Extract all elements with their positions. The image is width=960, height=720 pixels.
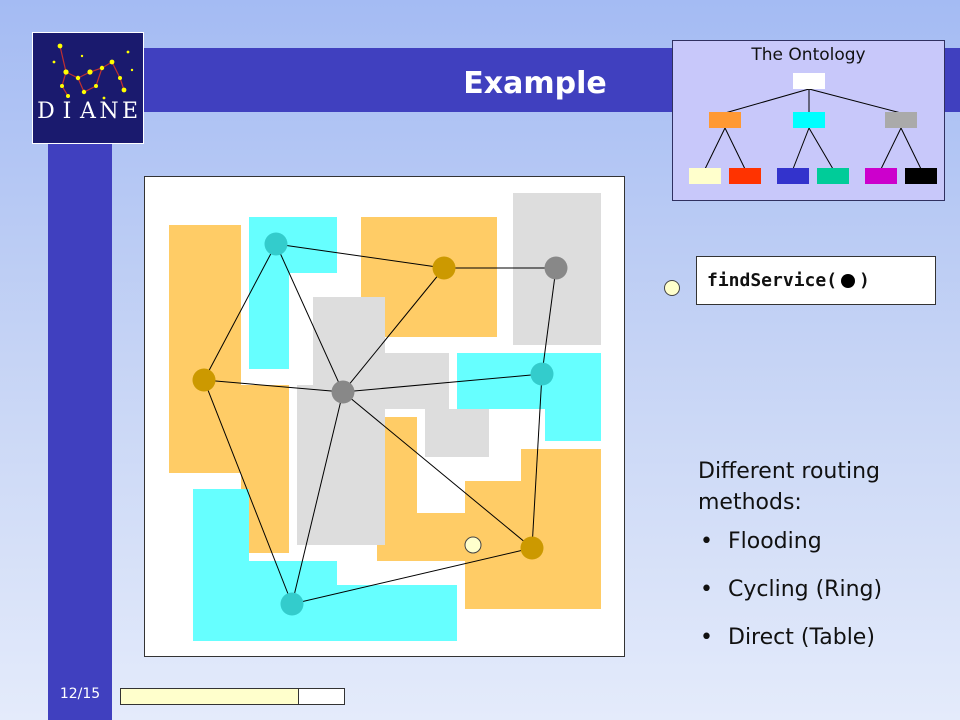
logo-stars [52,43,134,100]
left-accent-bar [48,48,112,720]
ontology-leaf-node [817,168,849,184]
network-edge [291,391,344,605]
ontology-leaf-node [777,168,809,184]
service-region-gray [385,353,449,409]
service-region-cyan [545,409,601,441]
network-edge [203,243,277,381]
slide-progress-bar [120,688,345,705]
ontology-root-node [793,73,825,89]
network-diagram-panel [144,176,625,657]
slide-title: Example [463,66,607,101]
bullet-icon: • [700,577,713,602]
ontology-category-node [709,112,741,128]
network-diagram [169,193,601,641]
service-region-cyan [457,353,601,409]
network-edge [203,379,344,393]
ontology-leaf-node [865,168,897,184]
network-edge [275,243,344,393]
service-region-gray [425,409,489,457]
ontology-category-node [793,112,825,128]
network-nodes [192,232,568,616]
service-region-orange [521,449,601,481]
diane-logo: D I A N E [32,32,144,144]
network-node-orange [192,368,216,392]
slide-progress-fill [121,689,300,704]
ontology-leaf-node [729,168,761,184]
network-edges [203,243,557,605]
logo-letter-a: A [79,99,97,124]
network-node-cyan [264,232,288,256]
network-node-cyan [530,362,554,386]
query-origin-node [464,536,482,554]
logo-letters: D I A N E [37,99,138,124]
network-node-gray [331,380,355,404]
ontology-category-node [885,112,917,128]
ontology-edges [704,88,922,170]
network-edge [203,379,293,605]
service-region-gray [297,385,313,545]
ontology-tree [689,73,937,184]
logo-letter-i: I [63,99,72,124]
ontology-leaf-node [689,168,721,184]
network-node-cyan [280,592,304,616]
find-service-label: findService( [707,270,838,291]
logo-letter-e: E [122,99,138,124]
bullet-icon: • [700,625,713,650]
service-region-cyan [249,273,289,369]
network-node-gray [544,256,568,280]
service-region-gray [313,297,385,545]
routing-method-label: Cycling (Ring) [728,577,883,602]
logo-letter-d: D [37,99,55,124]
service-regions [169,193,601,641]
network-node-orange [520,536,544,560]
ontology-panel: The Ontology [672,40,945,201]
bullet-icon: • [700,529,713,554]
network-node-orange [432,256,456,280]
network-edge [342,373,543,393]
find-service-closing: ) [859,270,870,291]
service-region-cyan [249,217,337,273]
page-number: 12/15 [59,686,101,702]
routing-method-label: Direct (Table) [728,625,875,650]
routing-methods-heading: Different routing methods: [698,459,881,515]
routing-method-item: • Cycling (Ring) [700,577,882,602]
network-edge [342,267,445,393]
logo-letter-n: N [99,99,118,124]
find-service-call: findService( ) [696,256,936,305]
service-region-orange [169,225,241,473]
routing-method-item: • Direct (Table) [700,625,875,650]
network-edge [541,267,557,375]
service-type-dot-icon [841,273,856,288]
network-edge [275,243,445,269]
ontology-leaf-node [905,168,937,184]
network-edge [291,547,533,605]
ontology-title: The Ontology [751,45,866,65]
routing-method-item: • Flooding [700,529,822,554]
network-edge [531,373,543,549]
query-node-marker [664,280,680,296]
service-region-cyan [337,585,457,641]
service-region-orange [417,513,465,561]
service-region-cyan [193,489,249,641]
network-edge [342,391,533,549]
routing-method-label: Flooding [728,529,822,554]
logo-background [32,32,144,144]
